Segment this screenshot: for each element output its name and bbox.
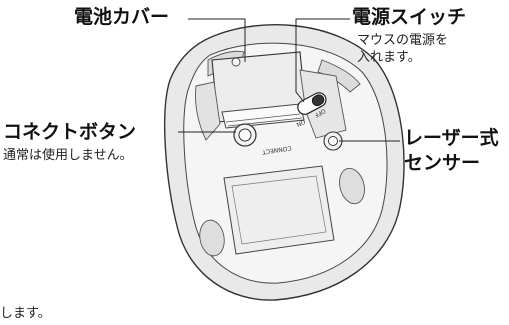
rear-skid-right — [339, 167, 365, 205]
battery-slot — [221, 103, 305, 129]
slot-line-1 — [225, 113, 301, 123]
footer-text-fragment: します。 — [0, 306, 51, 321]
leader-battery-cover — [188, 18, 246, 62]
power-switch-note-line1: マウスの電源を — [357, 33, 449, 48]
laser-sensor-label-line2: センサー — [404, 152, 481, 174]
laser-sensor-lens — [328, 136, 338, 146]
leader-power-switch — [295, 18, 350, 103]
connect-button-note: 通常は使用しません。 — [3, 148, 133, 163]
power-switch-note-line2: 入れます。 — [357, 50, 421, 65]
connect-button-core — [238, 128, 252, 142]
bottom-panel-inner — [231, 175, 327, 245]
laser-sensor-label-line1: レーザー式 — [404, 127, 499, 149]
connect-button-label: コネクトボタン — [3, 121, 137, 143]
power-switch-label: 電源スイッチ — [352, 6, 467, 28]
left-cradle — [195, 81, 221, 141]
rear-skid-left — [199, 219, 225, 257]
bottom-panel — [223, 165, 335, 255]
power-switch — [297, 92, 327, 115]
battery-cover-notch — [231, 57, 241, 67]
battery-cover-label: 電池カバー — [74, 6, 170, 28]
